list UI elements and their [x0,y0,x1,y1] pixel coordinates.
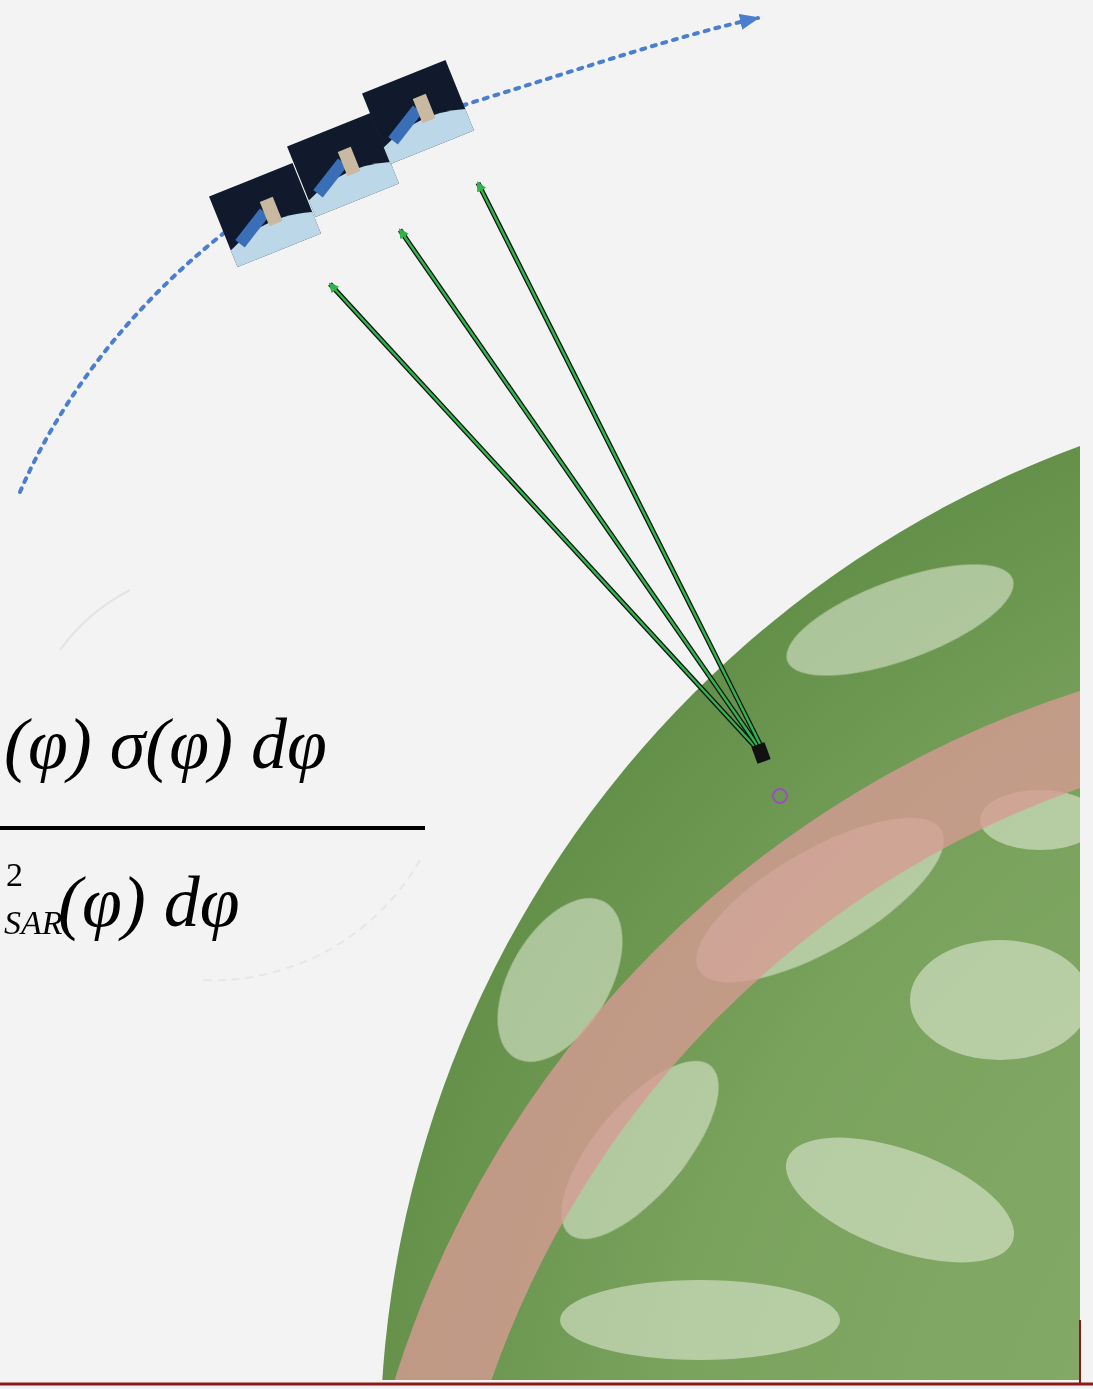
formula-numerator: (φ) σ(φ) dφ [4,708,327,780]
formula-subscript: SAR [4,906,63,940]
formula-superscript: 2 [6,858,23,892]
ground-target [773,789,787,803]
satellite-image [209,60,474,267]
orbit-path [20,18,758,492]
signal-ray [330,183,764,752]
swath-band [440,735,1080,1380]
fraction-bar [0,826,425,830]
earth [380,380,1080,1380]
formula-denominator: (φ) dφ [58,866,240,938]
